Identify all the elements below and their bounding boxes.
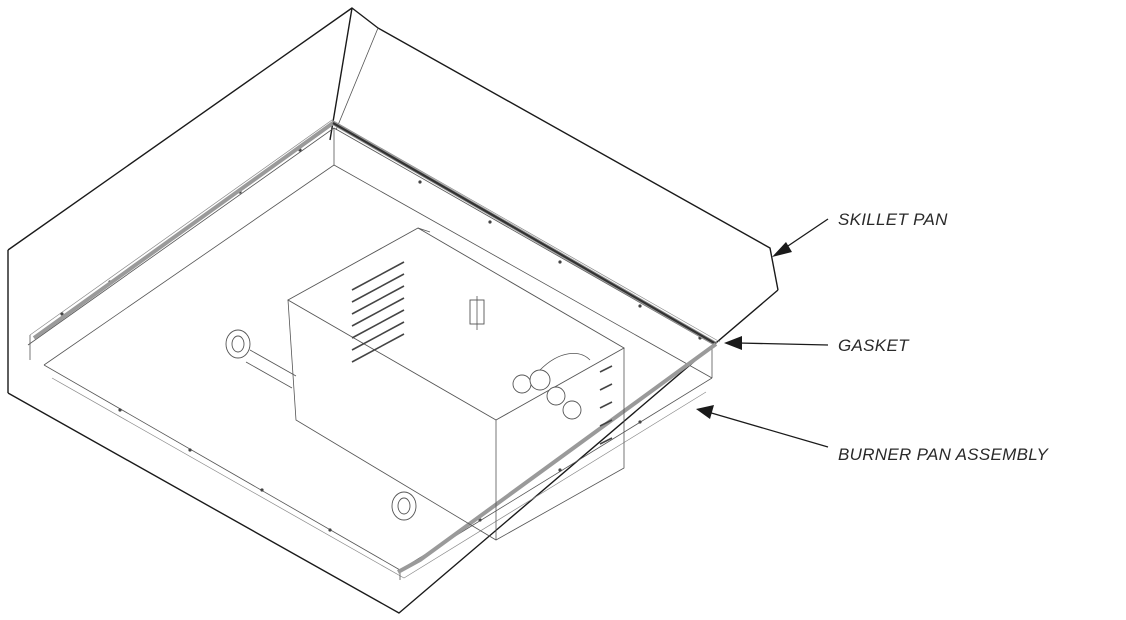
gas-valve-cluster — [512, 353, 591, 420]
callout-skillet-pan: SKILLET PAN — [772, 210, 948, 257]
skillet-pan-label: SKILLET PAN — [838, 210, 948, 229]
bottom-fitting — [391, 491, 417, 521]
burner-box — [287, 227, 625, 541]
igniter-bracket — [469, 296, 485, 330]
burner-pan-assembly-label: BURNER PAN ASSEMBLY — [838, 445, 1049, 464]
callout-burner-pan-assembly: BURNER PAN ASSEMBLY — [696, 405, 1049, 464]
side-fitting — [225, 329, 297, 389]
gasket-label: GASKET — [838, 336, 910, 355]
louvre-slots — [351, 261, 613, 445]
callout-gasket: GASKET — [724, 336, 910, 355]
skillet-pan-shell — [7, 7, 779, 614]
gasket — [32, 121, 718, 574]
